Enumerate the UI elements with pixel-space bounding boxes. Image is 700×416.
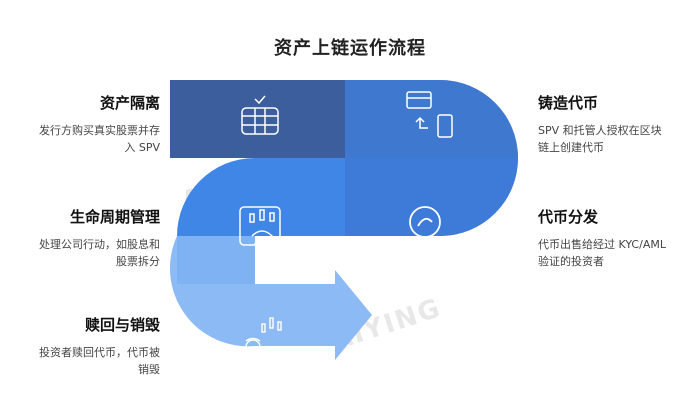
step-3-desc: 处理公司行动，如股息和 股票拆分 <box>10 236 160 270</box>
step-2: 铸造代币 SPV 和托管人授权在区块 链上创建代币 <box>538 92 694 156</box>
step-5-heading: 赎回与销毁 <box>84 316 160 334</box>
arrow-head <box>255 270 372 360</box>
page-title: 资产上链运作流程 <box>274 38 426 59</box>
step-4-desc-line: 验证的投资者 <box>538 255 604 268</box>
step-3-desc-line: 股票拆分 <box>116 255 160 268</box>
candlestick-person-icon <box>240 317 282 366</box>
step-1-desc: 发行方购买真实股票并存 入 SPV <box>10 122 160 156</box>
card-transfer-icon <box>406 91 453 138</box>
step-3-desc-line: 处理公司行动，如股息和 <box>39 238 160 251</box>
band-1-left <box>170 80 345 158</box>
candlestick-hand-icon <box>239 206 281 246</box>
step-4: 代币分发 代币出售给经过 KYC/AML 验证的投资者 <box>538 206 694 270</box>
coin-icon <box>409 206 441 238</box>
step-5-desc-line: 投资者赎回代币，代币被 <box>39 346 160 359</box>
step-1: 资产隔离 发行方购买真实股票并存 入 SPV <box>10 92 160 156</box>
step-5: 赎回与销毁 投资者赎回代币，代币被 销毁 <box>10 314 160 378</box>
band-2-right <box>345 158 440 236</box>
step-5-desc: 投资者赎回代币，代币被 销毁 <box>10 344 160 378</box>
database-icon <box>241 95 279 135</box>
step-4-desc: 代币出售给经过 KYC/AML 验证的投资者 <box>538 236 694 270</box>
step-1-desc-line: 入 SPV <box>124 141 160 154</box>
step-2-desc-line: SPV 和托管人授权在区块 <box>538 124 662 137</box>
step-2-desc-line: 链上创建代币 <box>538 141 604 154</box>
step-5-desc-line: 销毁 <box>138 363 160 376</box>
step-1-desc-line: 发行方购买真实股票并存 <box>39 124 160 137</box>
band-2-left <box>255 158 345 236</box>
step-2-heading: 铸造代币 <box>538 94 599 112</box>
step-2-desc: SPV 和托管人授权在区块 链上创建代币 <box>538 122 694 156</box>
step-1-heading: 资产隔离 <box>99 94 160 112</box>
step-3: 生命周期管理 处理公司行动，如股息和 股票拆分 <box>10 206 160 270</box>
step-4-desc-line: 代币出售给经过 KYC/AML <box>538 238 666 251</box>
step-3-heading: 生命周期管理 <box>69 208 160 226</box>
step-4-heading: 代币分发 <box>538 208 599 226</box>
band-1-right <box>345 80 440 158</box>
